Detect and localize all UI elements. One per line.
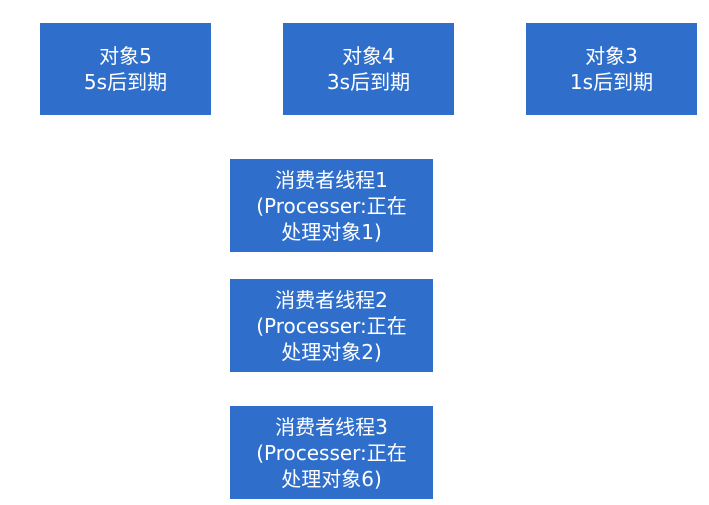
thread-title: 消费者线程3 [275, 414, 388, 439]
object-expiry: 5s后到期 [83, 70, 168, 94]
thread-status-line: (Processer:正在 [256, 313, 407, 338]
object-expiry: 1s后到期 [569, 70, 654, 94]
thread-status-line: (Processer:正在 [256, 440, 407, 465]
object-box-3: 对象3 1s后到期 [526, 23, 697, 115]
consumer-thread-box-2: 消费者线程2 (Processer:正在 处理对象2) [230, 279, 433, 372]
object-name: 对象4 [342, 44, 395, 68]
thread-title: 消费者线程2 [275, 287, 388, 312]
object-name: 对象5 [99, 44, 152, 68]
consumer-thread-box-1: 消费者线程1 (Processer:正在 处理对象1) [230, 159, 433, 252]
thread-status-line: 处理对象6) [281, 466, 382, 491]
thread-status-line: 处理对象1) [281, 219, 382, 244]
object-box-5: 对象5 5s后到期 [40, 23, 211, 115]
thread-status-line: 处理对象2) [281, 339, 382, 364]
object-name: 对象3 [585, 44, 638, 68]
object-box-4: 对象4 3s后到期 [283, 23, 454, 115]
consumer-thread-box-3: 消费者线程3 (Processer:正在 处理对象6) [230, 406, 433, 499]
thread-title: 消费者线程1 [275, 167, 388, 192]
thread-status-line: (Processer:正在 [256, 193, 407, 218]
object-expiry: 3s后到期 [326, 70, 411, 94]
